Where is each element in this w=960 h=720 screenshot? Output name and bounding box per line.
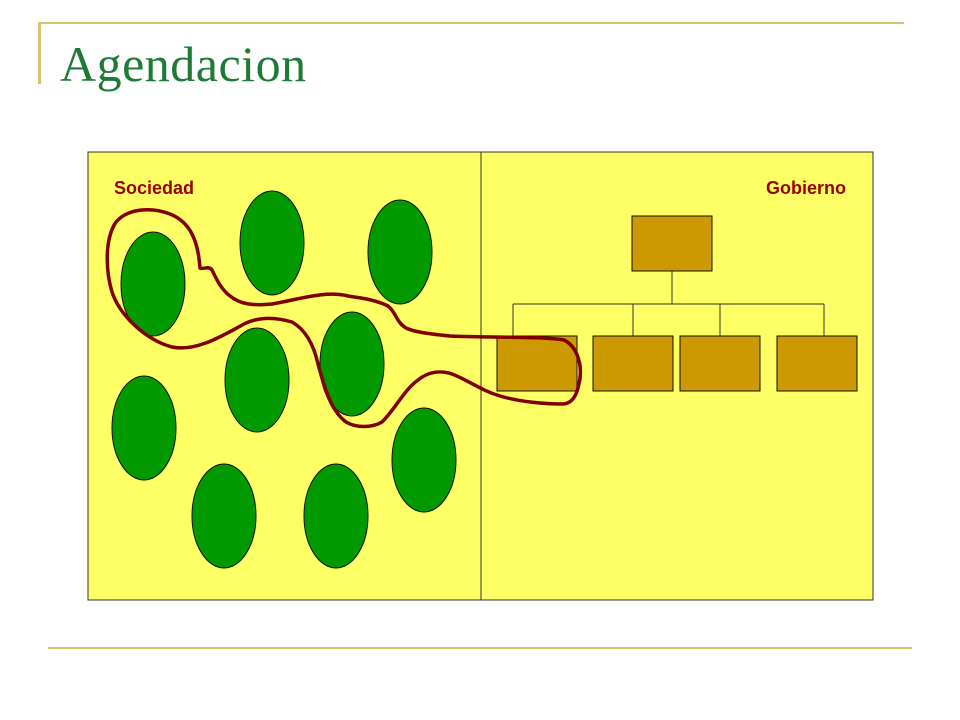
org-chart-connectors (512, 271, 825, 336)
org-chart-boxes (496, 215, 858, 392)
society-ellipse (367, 199, 433, 305)
agenda-loop-path (105, 208, 583, 429)
society-groups (111, 190, 457, 569)
society-ellipse (120, 231, 186, 337)
sociedad-label: Sociedad (114, 178, 194, 198)
society-ellipse (191, 463, 257, 569)
org-box (679, 335, 761, 392)
org-box (592, 335, 674, 392)
org-box-top (631, 215, 713, 272)
society-ellipse (111, 375, 177, 481)
society-ellipse (224, 327, 290, 433)
society-ellipse (303, 463, 369, 569)
org-box (776, 335, 858, 392)
footer-rule (48, 647, 912, 649)
slide-title: Agendacion (60, 36, 307, 92)
society-ellipse (319, 311, 385, 417)
society-ellipse (239, 190, 305, 296)
org-box (496, 335, 578, 392)
gobierno-label: Gobierno (766, 178, 846, 198)
title-top-rule (38, 22, 904, 24)
society-ellipse (391, 407, 457, 513)
title-vertical-rule (38, 22, 41, 84)
